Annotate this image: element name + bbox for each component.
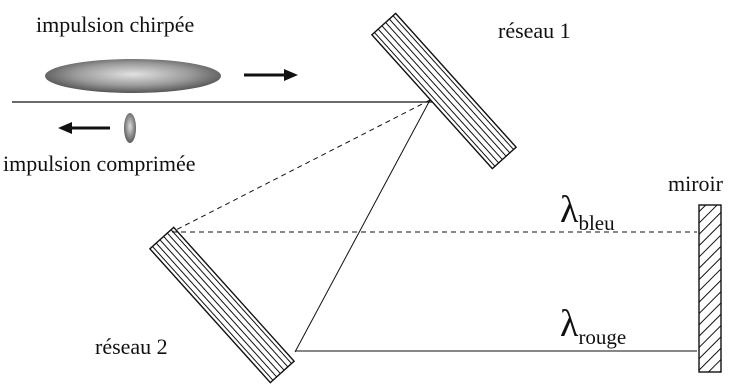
lambda-bleu-label: λbleu [560,189,615,235]
chirped-pulse-ellipse [45,59,221,93]
compressed-pulse-ellipse [124,113,136,143]
chirped-pulse-label: impulsion chirpée [36,12,194,37]
grating-1 [370,12,518,170]
lambda-rouge-symbol: λ [560,303,579,345]
lambda-rouge-subscript: rouge [578,325,626,349]
left-arrow-icon [58,122,110,134]
grating-2-label: réseau 2 [95,334,168,359]
grating-1-label: réseau 1 [498,18,571,43]
right-arrow-icon [244,69,298,81]
lambda-bleu-symbol: λ [560,189,579,231]
lambda-rouge-label: λrouge [560,303,626,349]
beam-grating1-to-grating2-solid [294,99,431,353]
grating-2 [148,226,296,384]
mirror-label: miroir [668,171,724,196]
mirror [698,204,722,373]
compressed-pulse-label: impulsion comprimée [3,151,195,176]
lambda-bleu-subscript: bleu [578,211,615,235]
beam-grating1-to-grating2-dashed [171,99,431,233]
